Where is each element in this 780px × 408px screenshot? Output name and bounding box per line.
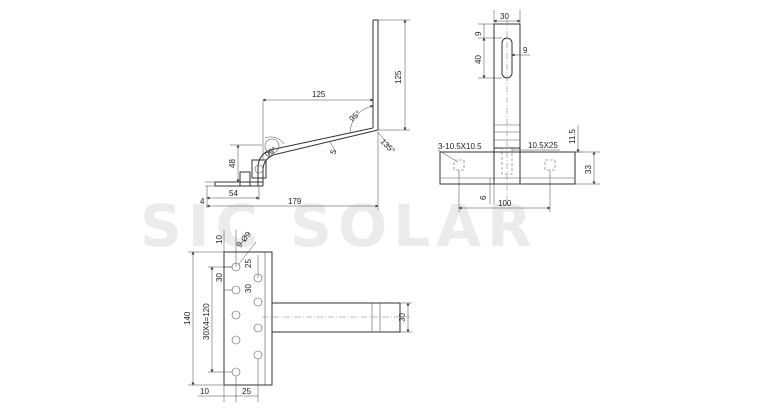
dim-25-top: 25 [244,259,253,268]
dim-179: 179 [288,197,302,206]
dim-30-a: 30 [215,273,224,282]
slot-large-label: 10.5X25 [528,141,558,150]
side-view: 125 125 95° 95° 135° 5 48 54 4 179 [200,19,410,210]
dim-33: 33 [584,165,593,174]
dim-4: 4 [200,197,205,206]
dim-30x4: 30X4=120 [202,303,211,340]
dim-30-side: 30 [398,313,407,322]
dim-10-bottom: 10 [200,387,209,396]
dim-25-bottom: 25 [242,387,251,396]
dim-11-5: 11.5 [568,128,577,144]
dim-40: 40 [474,55,483,64]
dim-9-side: 9 [523,46,528,55]
dim-54: 54 [229,189,238,198]
dim-30-b: 30 [244,284,253,293]
end-view: 30 9 40 9 3-10.5X10.5 10.5X25 11.5 33 6 [437,10,600,212]
dim-95-upper: 95° [348,109,363,124]
dim-100: 100 [498,199,512,208]
dim-48: 48 [228,159,237,168]
dim-10-top: 10 [215,235,224,244]
dim-140: 140 [183,311,192,325]
dim-135: 135° [379,137,397,155]
slot-small-label: 3-10.5X10.5 [438,142,482,151]
watermark: SIC SOLAR [140,192,538,260]
dim-125-vertical: 125 [394,70,403,84]
dim-6: 6 [479,195,488,200]
hole-pattern [231,262,263,377]
dim-30-top: 30 [500,12,509,21]
dim-95-lower: 95° [264,145,279,160]
dim-125-horizontal: 125 [312,90,326,99]
dim-5: 5 [328,148,338,156]
dim-9-top: 9 [474,31,483,36]
